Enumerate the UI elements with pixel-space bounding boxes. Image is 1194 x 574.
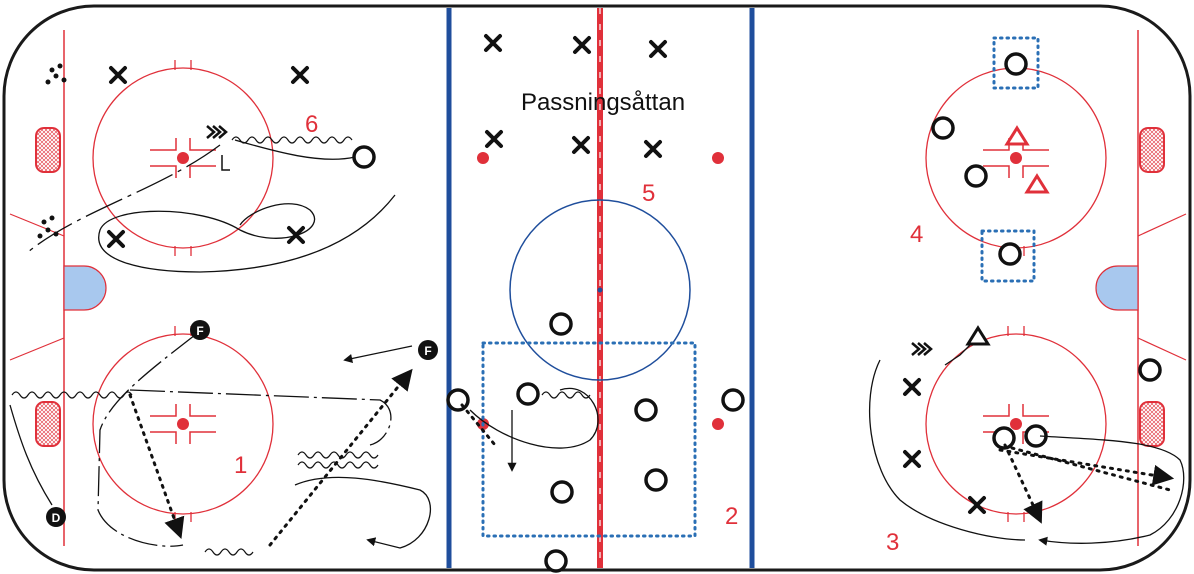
- goal-crease-right: [1095, 265, 1139, 311]
- center-circle: [509, 199, 691, 381]
- stop-marker: [221, 155, 230, 171]
- faceoff-crosses: [150, 138, 1049, 444]
- station-label-6: 6: [305, 111, 318, 138]
- cone-triangle-icon: [1004, 125, 1050, 194]
- pass-arrow-station1: [343, 345, 413, 363]
- station-label-3: 3: [886, 529, 899, 556]
- coach-triangle-icon: [965, 325, 991, 346]
- drill-title: Passningsåttan: [521, 89, 685, 116]
- player-d-marker: D: [46, 507, 66, 527]
- backward-skate-marker-3: [911, 342, 933, 356]
- drill-area-boxes: [481, 36, 1040, 538]
- skating-paths: [9, 139, 1185, 549]
- goal-crease-left: [63, 265, 107, 311]
- trapezoid-right: [1137, 213, 1187, 361]
- svg-text:D: D: [52, 511, 61, 525]
- svg-text:F: F: [424, 344, 431, 358]
- station-label-1: 1: [234, 452, 247, 479]
- player-o-icon: [352, 52, 1162, 573]
- faceoff-dots: [177, 152, 1022, 430]
- puck-pile-icon: [37, 63, 67, 239]
- goal-net-icon: [35, 127, 1165, 447]
- backward-skate-marker: [206, 125, 228, 139]
- center-dot: [597, 287, 603, 293]
- svg-text:F: F: [196, 324, 203, 338]
- player-x-icon: [107, 34, 986, 514]
- wavy-skate-lines: [11, 136, 591, 556]
- player-f-marker-2: F: [418, 340, 438, 360]
- station-label-5: 5: [642, 180, 655, 207]
- pass-lines: [128, 368, 1175, 547]
- station-label-4: 4: [910, 221, 923, 248]
- hash-marks: [174, 60, 1025, 522]
- station-label-2: 2: [725, 503, 738, 530]
